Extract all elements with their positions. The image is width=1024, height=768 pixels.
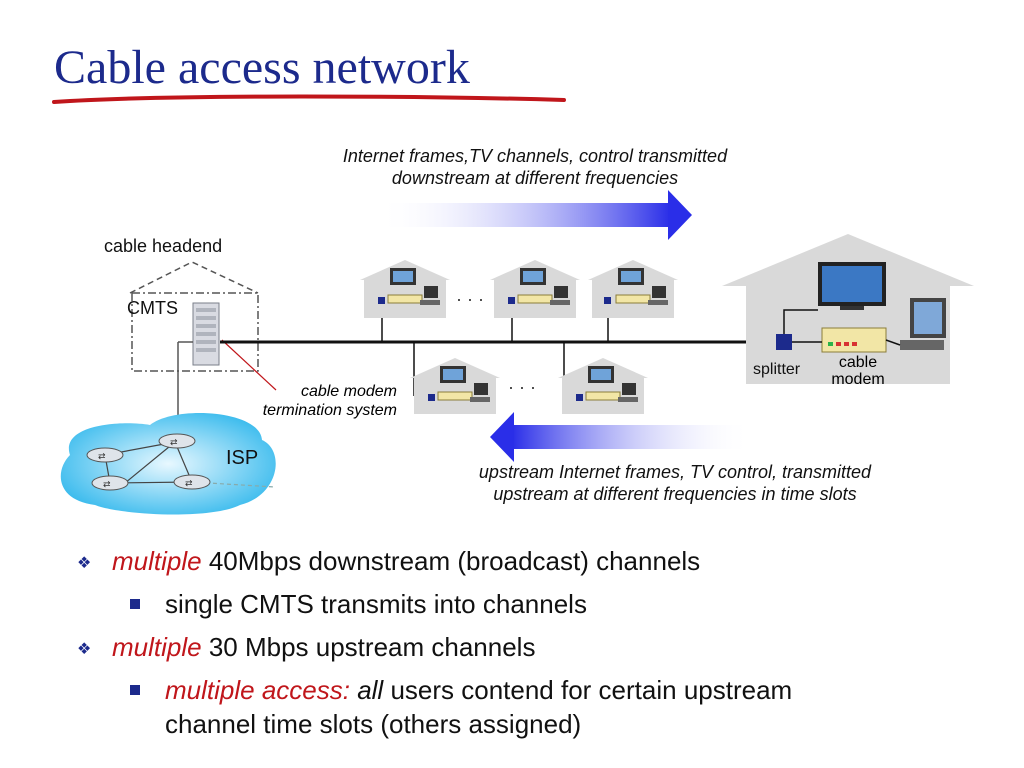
title-underline bbox=[52, 94, 566, 104]
svg-text:⇄: ⇄ bbox=[98, 451, 106, 461]
sub-bullet-continuation: channel time slots (others assigned) bbox=[165, 709, 582, 739]
router-icon: ⇄ bbox=[91, 475, 129, 491]
sub-bullet-item: single CMTS transmits into channels bbox=[130, 589, 587, 620]
bullet-text: 40Mbps downstream (broadcast) channels bbox=[201, 546, 701, 576]
home-house bbox=[360, 260, 450, 318]
upstream-note: upstream Internet frames, TV control, tr… bbox=[410, 461, 940, 505]
sub-bullet-item: multiple access: all users contend for c… bbox=[130, 675, 793, 706]
cable-headend-house bbox=[129, 261, 259, 372]
sub-bullet-emphasis-all: all bbox=[349, 675, 384, 705]
sub-bullet-text: single CMTS transmits into channels bbox=[165, 589, 587, 619]
cmts-description: cable modem termination system bbox=[210, 382, 397, 420]
home-house bbox=[410, 358, 500, 414]
square-bullet-icon bbox=[130, 685, 140, 695]
diamond-bullet-icon: ❖ bbox=[77, 555, 92, 572]
home-house bbox=[588, 260, 678, 318]
cable-network-diagram: · · · · · · ⇄ ⇄ ⇄ ⇄ bbox=[60, 190, 974, 515]
cable-headend-label: cable headend bbox=[104, 236, 223, 256]
home-house bbox=[558, 358, 648, 414]
page-title: Cable access network bbox=[54, 41, 470, 94]
upstream-note-line-1: upstream Internet frames, TV control, tr… bbox=[478, 462, 872, 482]
svg-text:⇄: ⇄ bbox=[103, 479, 111, 489]
svg-text:⇄: ⇄ bbox=[170, 437, 178, 447]
bullet-item: ❖ multiple 30 Mbps upstream channels bbox=[77, 632, 536, 663]
bullet-item: ❖ multiple 40Mbps downstream (broadcast)… bbox=[77, 546, 701, 577]
cmts-label: CMTS bbox=[127, 298, 178, 318]
bullet-emphasis: multiple bbox=[112, 546, 202, 576]
isp-label: ISP bbox=[226, 447, 259, 469]
router-icon: ⇄ bbox=[173, 474, 211, 490]
cmts-rack-icon bbox=[192, 302, 220, 366]
cable-modem-label: cable modem bbox=[818, 354, 898, 388]
diamond-bullet-icon: ❖ bbox=[77, 641, 92, 658]
cable-modem-label-line-2: modem bbox=[831, 371, 885, 388]
downstream-note-line-1: Internet frames,TV channels, control tra… bbox=[342, 146, 728, 166]
svg-text:⇄: ⇄ bbox=[185, 478, 193, 488]
sub-bullet-emphasis: multiple access: bbox=[165, 675, 350, 705]
ellipsis-bottom: · · · bbox=[508, 377, 536, 397]
cmts-description-line-1: cable modem bbox=[300, 383, 397, 400]
cable-modem-label-line-1: cable bbox=[838, 354, 878, 371]
bullet-text: 30 Mbps upstream channels bbox=[201, 632, 536, 662]
downstream-arrow bbox=[378, 190, 692, 240]
router-icon: ⇄ bbox=[86, 447, 124, 463]
bullet-emphasis: multiple bbox=[112, 632, 202, 662]
square-bullet-icon bbox=[130, 599, 140, 609]
router-icon: ⇄ bbox=[158, 433, 196, 449]
home-house bbox=[490, 260, 580, 318]
downstream-note-line-2: downstream at different frequencies bbox=[391, 168, 679, 188]
upstream-arrow bbox=[490, 412, 752, 462]
sub-bullet-text: users contend for certain upstream bbox=[383, 675, 793, 705]
cmts-description-line-2: termination system bbox=[262, 402, 397, 419]
splitter-label: splitter bbox=[753, 361, 801, 378]
ellipsis-top: · · · bbox=[456, 289, 484, 309]
upstream-note-line-2: upstream at different frequencies in tim… bbox=[493, 484, 857, 504]
home-house-large bbox=[722, 234, 974, 384]
downstream-note: Internet frames,TV channels, control tra… bbox=[270, 145, 800, 189]
